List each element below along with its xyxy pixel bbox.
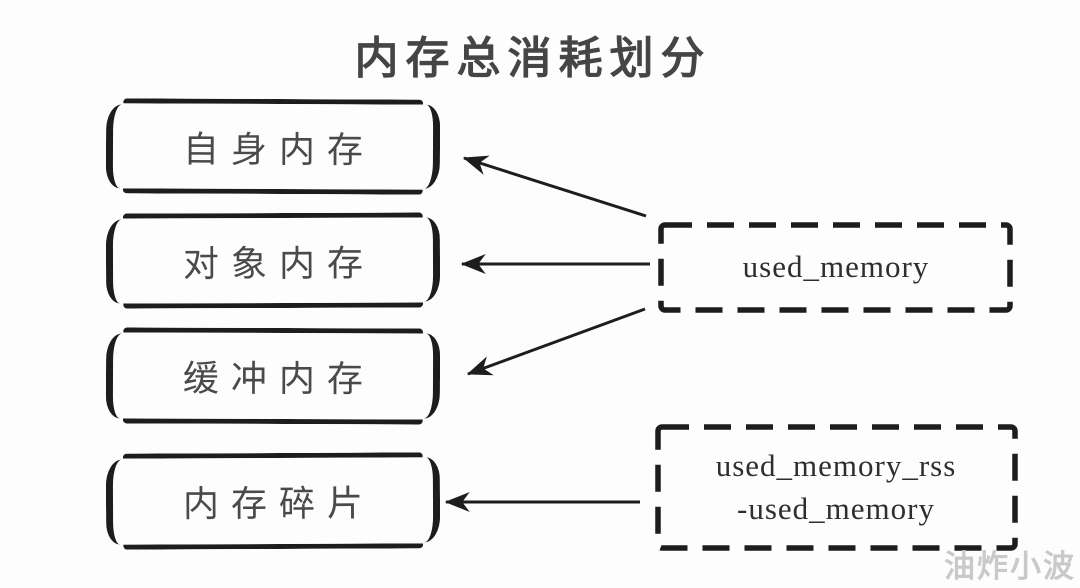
diagram-title: 内存总消耗划分	[354, 34, 712, 83]
memory-box-object-label: 对象内存	[182, 243, 376, 284]
memory-box-self: 自身内存	[122, 98, 424, 195]
memory-box-fragment-label: 内存碎片	[182, 483, 376, 525]
watermark: 油炸小波	[944, 549, 1076, 584]
arrow-used-memory-to-self	[462, 155, 647, 218]
metric-box-used-memory-rss: used_memory_rss -used_memory	[657, 426, 1015, 548]
metric-box-used-memory-rss-line1: used_memory_rss	[715, 447, 957, 483]
memory-box-fragment: 内存碎片	[122, 452, 424, 550]
memory-box-buffer-label: 缓冲内存	[182, 358, 376, 400]
memory-box-object: 对象内存	[122, 212, 424, 309]
metric-box-used-memory-line: used_memory	[742, 249, 930, 285]
arrow-used-memory-to-buffer	[466, 307, 646, 376]
metric-box-used-memory-rss-line2: -used_memory	[737, 491, 935, 526]
metric-box-used-memory: used_memory	[661, 224, 1011, 310]
memory-box-buffer: 缓冲内存	[122, 327, 424, 425]
memory-box-self-label: 自身内存	[182, 129, 376, 170]
